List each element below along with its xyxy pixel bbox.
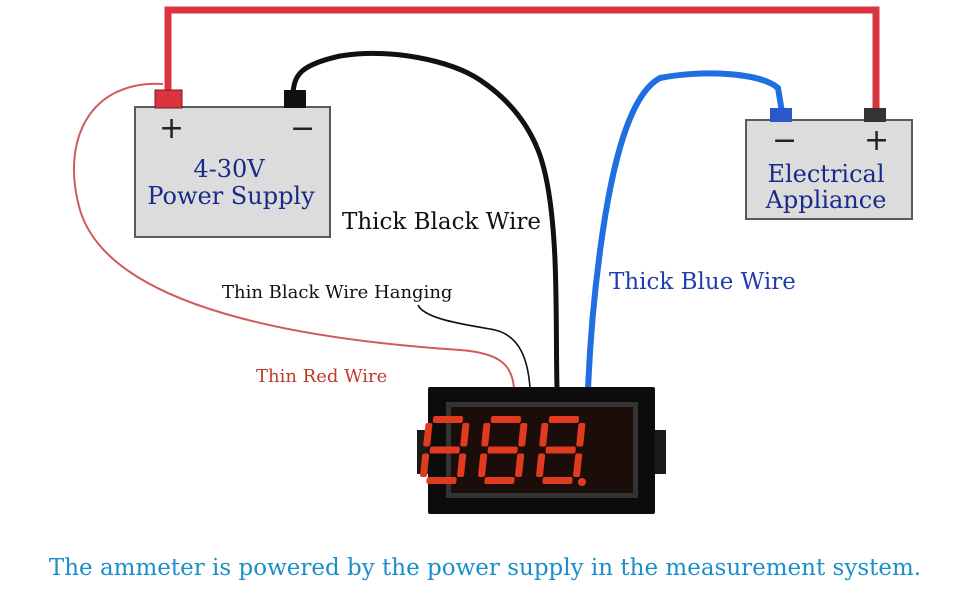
decimal-point — [578, 478, 586, 486]
segment-f — [539, 423, 549, 447]
segment-f — [481, 423, 491, 447]
thin-black-wire — [417, 304, 531, 389]
segment-g — [545, 446, 576, 454]
segment-g — [429, 446, 460, 454]
appliance-label-line2: Appliance — [765, 186, 887, 214]
segment-e — [420, 453, 430, 477]
thick-red-wire — [164, 6, 880, 112]
segment-b — [518, 423, 528, 447]
segment-e — [536, 453, 546, 477]
thick-black-wire-label: Thick Black Wire — [342, 209, 541, 235]
ammeter-screen — [451, 407, 633, 493]
segment-a — [548, 416, 580, 423]
ammeter-right-tab — [652, 430, 666, 474]
segment-g — [487, 446, 518, 454]
power-supply-label-line1: 4-30V — [193, 155, 265, 183]
ammeter — [417, 387, 666, 514]
appliance-box — [745, 119, 913, 220]
segment-f — [423, 423, 433, 447]
power-supply-label-line2: Power Supply — [147, 182, 315, 210]
segment-b — [576, 423, 586, 447]
appliance-positive-terminal — [864, 108, 886, 122]
power-supply-negative-sign: − — [290, 111, 315, 146]
power-supply-negative-terminal — [284, 90, 306, 108]
segment-c — [515, 453, 525, 477]
ammeter-digits — [420, 416, 586, 486]
segment-d — [426, 477, 457, 484]
thin-black-wire-label: Thin Black Wire Hanging — [222, 282, 452, 303]
caption: The ammeter is powered by the power supp… — [48, 555, 922, 581]
segment-c — [457, 453, 467, 477]
thin-red-wire-label: Thin Red Wire — [256, 366, 387, 387]
segment-d — [542, 477, 573, 484]
segment-d — [484, 477, 515, 484]
thick-blue-wire — [585, 70, 785, 391]
thick-blue-wire-label: Thick Blue Wire — [609, 269, 796, 295]
segment-c — [573, 453, 583, 477]
segment-a — [432, 416, 464, 423]
segment-a — [490, 416, 522, 423]
thin-red-wire — [72, 82, 515, 389]
appliance-negative-terminal — [770, 108, 792, 122]
appliance-negative-sign: − — [772, 123, 797, 158]
power-supply-positive-sign: + — [159, 111, 184, 146]
thick-black-wire — [290, 51, 560, 389]
power-supply-box — [134, 106, 331, 238]
appliance-label-line1: Electrical — [767, 160, 884, 188]
segment-b — [460, 423, 470, 447]
segment-e — [478, 453, 488, 477]
appliance-positive-sign: + — [864, 123, 889, 158]
power-supply-positive-terminal — [154, 89, 183, 109]
